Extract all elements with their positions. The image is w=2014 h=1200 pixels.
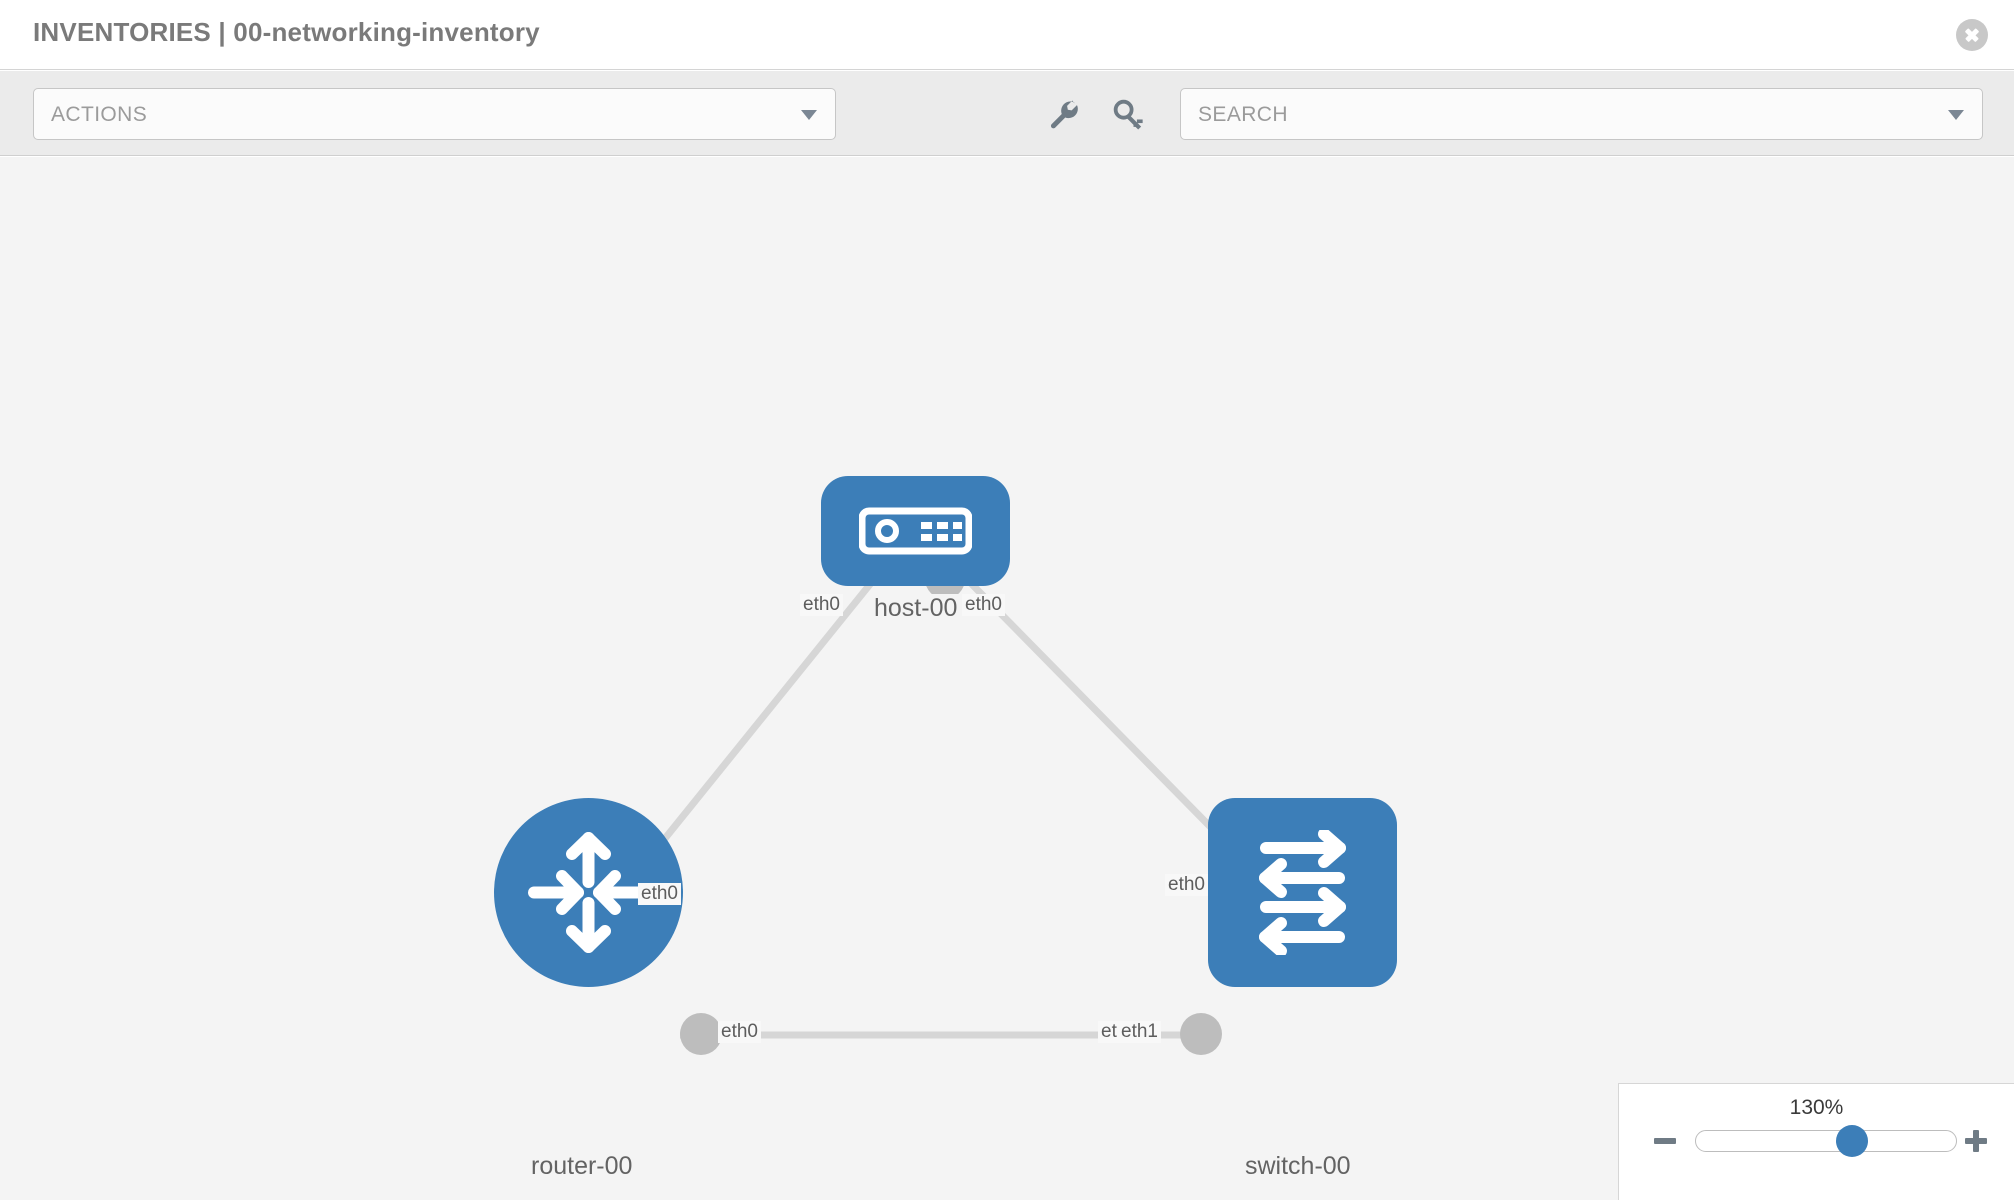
chevron-down-icon: [801, 110, 817, 120]
switch-exchange-arrows-icon: [1259, 830, 1346, 955]
zoom-slider-thumb[interactable]: [1836, 1125, 1868, 1157]
chevron-down-icon: [1948, 110, 1964, 120]
edge-label-router00-switch00: eth0: [718, 1021, 761, 1043]
node-label-host-00: host-00: [871, 594, 961, 623]
node-label-router-00: router-00: [528, 1152, 636, 1181]
topology-node-router-00[interactable]: [494, 798, 683, 987]
search-placeholder: SEARCH: [1198, 103, 1288, 126]
wrench-icon[interactable]: [1047, 98, 1081, 132]
node-background-switch-00: [1208, 798, 1397, 987]
connector-nub: [680, 1013, 722, 1055]
plus-icon[interactable]: [1962, 1127, 1990, 1155]
node-label-switch-00: switch-00: [1242, 1152, 1354, 1181]
server-device-icon: [859, 507, 972, 555]
actions-dropdown-label: ACTIONS: [51, 103, 148, 126]
search-input[interactable]: SEARCH: [1180, 88, 1983, 140]
minus-icon[interactable]: [1651, 1127, 1679, 1155]
page-header: INVENTORIES | 00-networking-inventory: [0, 0, 2014, 70]
edge-label-router00-host00: eth0: [638, 883, 681, 905]
actions-dropdown[interactable]: ACTIONS: [33, 88, 836, 140]
edge-label-switch00-host00: eth0: [1165, 874, 1208, 896]
edge-host00-router00: [647, 559, 891, 860]
topology-node-host-00[interactable]: [821, 476, 1010, 665]
edge-label-switch00-eth1: eth1: [1118, 1021, 1161, 1043]
topology-canvas[interactable]: eth0 eth0 eth0 eth0 eth0 eth0 eth1 host-…: [0, 157, 2014, 1200]
connector-nub: [1180, 1013, 1222, 1055]
close-icon[interactable]: [1956, 19, 1988, 51]
node-background-host-00: [821, 476, 1010, 586]
router-four-arrows-icon: [528, 832, 649, 953]
zoom-control-panel: 130%: [1618, 1083, 2014, 1200]
topology-edges: [647, 559, 1243, 1039]
toolbar: ACTIONS SEARCH: [0, 71, 2014, 156]
zoom-slider[interactable]: [1695, 1125, 1957, 1157]
key-icon[interactable]: [1113, 98, 1147, 132]
edge-label-host00-switch00: eth0: [962, 594, 1005, 616]
edge-label-host00-router00: eth0: [800, 594, 843, 616]
zoom-level-value: 130%: [1789, 1096, 1844, 1119]
topology-node-switch-00[interactable]: [1208, 798, 1397, 987]
page-title: INVENTORIES | 00-networking-inventory: [33, 17, 540, 47]
